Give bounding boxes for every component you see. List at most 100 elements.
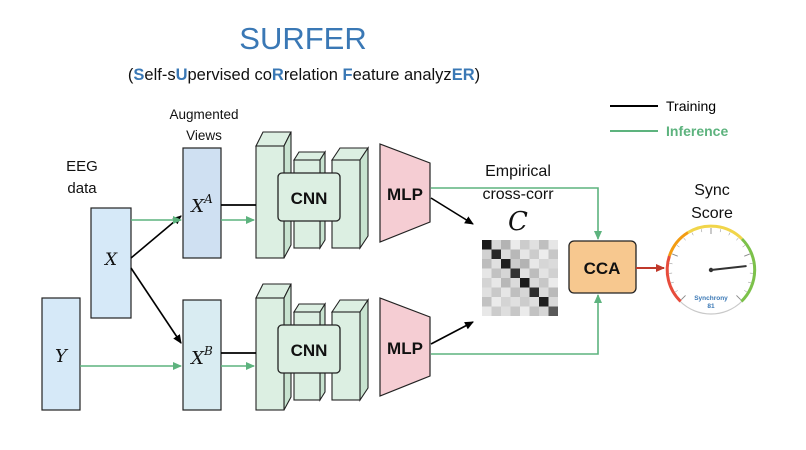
corr-cell [529,259,539,269]
gauge-tick [736,295,742,301]
subtitle-text: elf-s [144,66,175,84]
diagram-title: SURFER [239,21,366,56]
sync-score-label-line2: Score [691,205,733,222]
corr-cell [529,287,539,297]
corr-cell [529,278,539,288]
legend: Training Inference [610,98,728,139]
y-input-box [41,297,81,411]
corr-cell [491,287,501,297]
corr-cell [520,297,530,307]
corr-cell [482,278,492,288]
corr-cell [501,249,511,259]
subtitle-text: ( [128,66,134,84]
gauge-label: Synchrony [694,295,728,302]
gauge-tick [744,253,750,257]
gauge-tick [680,295,686,301]
subtitle-highlight: U [176,66,188,84]
legend-training-label: Training [666,98,716,114]
inference-arrows [80,187,602,370]
gauge-arc-red [665,255,682,303]
corr-cell [482,240,492,250]
green-arrow-mlp-top-to-cca [431,187,602,240]
corr-cell [539,287,549,297]
arrow-mlp-top-to-corr [430,197,474,225]
augmented-views-label-line2: Views [186,128,222,143]
gauge-arc-orange [667,231,689,257]
cross-corr-matrix [482,240,558,316]
gauge-value: 81 [707,303,715,310]
gauge-tick [736,237,739,241]
corr-cell [501,306,511,316]
gauge-tick [700,229,703,233]
corr-cell [491,259,501,269]
corr-cell [501,297,511,307]
corr-cell [520,249,530,259]
xa-view-label: XA [189,192,213,217]
corr-cell [529,306,539,316]
corr-cell [510,278,520,288]
corr-cell [520,268,530,278]
diagram-subtitle: (Self-sUpervised coRrelation Feature ana… [128,66,480,84]
corr-cell [520,278,530,288]
cnn-stack-top: CNN [255,131,370,259]
corr-cell [510,297,520,307]
mlp-top-block [379,143,431,243]
corr-cell [510,287,520,297]
subtitle-text: pervised co [188,66,272,84]
corr-cell [501,259,511,269]
eeg-data-label-line1: EEG [66,158,98,175]
corr-cell [548,240,558,250]
gauge-tick [719,229,722,233]
corr-cell [501,287,511,297]
corr-cell [529,249,539,259]
corr-cell [539,240,549,250]
xb-view-label: XB [189,344,213,369]
training-arrows [130,197,474,354]
cross-corr-symbol: C [508,207,528,237]
gauge-ticks [669,228,753,301]
subtitle-highlight: ER [452,66,475,84]
subtitle-text: eature analyz [353,66,452,84]
corr-cell [510,306,520,316]
gauge-tick [744,290,747,293]
cnn-bottom-box [277,324,341,374]
corr-cell [482,306,492,316]
gauge-tick [675,290,678,293]
corr-cell [491,268,501,278]
corr-cell [491,240,501,250]
subtitle-highlight: F [343,66,353,84]
corr-cell [510,259,520,269]
cnn-stack-bottom: CNN [255,283,370,411]
corr-cell [520,240,530,250]
arrow-x-to-xb [130,267,182,344]
corr-cell [491,278,501,288]
gauge-tick [748,281,752,284]
gauge-tick [742,245,746,248]
corr-cell [491,297,501,307]
augmented-views-label-line1: Augmented [169,107,238,122]
y-input-label: Y [55,346,69,367]
subtitle-highlight: R [272,66,284,84]
corr-cell [501,278,511,288]
corr-cell [482,268,492,278]
corr-cell [548,287,558,297]
legend-inference-label: Inference [666,123,728,139]
mlp-bottom-label: MLP [387,339,423,358]
gauge-arc-green [740,237,757,303]
x-input-label: X [103,250,118,270]
corr-cell [520,306,530,316]
gauge-tick [670,281,674,284]
corr-cell [482,249,492,259]
xb-view-box [182,299,222,411]
gauge-tick [676,245,680,248]
corr-cell [510,240,520,250]
corr-cell [482,259,492,269]
subtitle-highlight: S [133,66,144,84]
corr-cell [539,306,549,316]
sync-score-label-line1: Sync [694,182,730,199]
corr-cell [520,287,530,297]
corr-cell [548,297,558,307]
corr-cell [482,287,492,297]
empirical-label-line2: cross-corr [482,186,554,203]
